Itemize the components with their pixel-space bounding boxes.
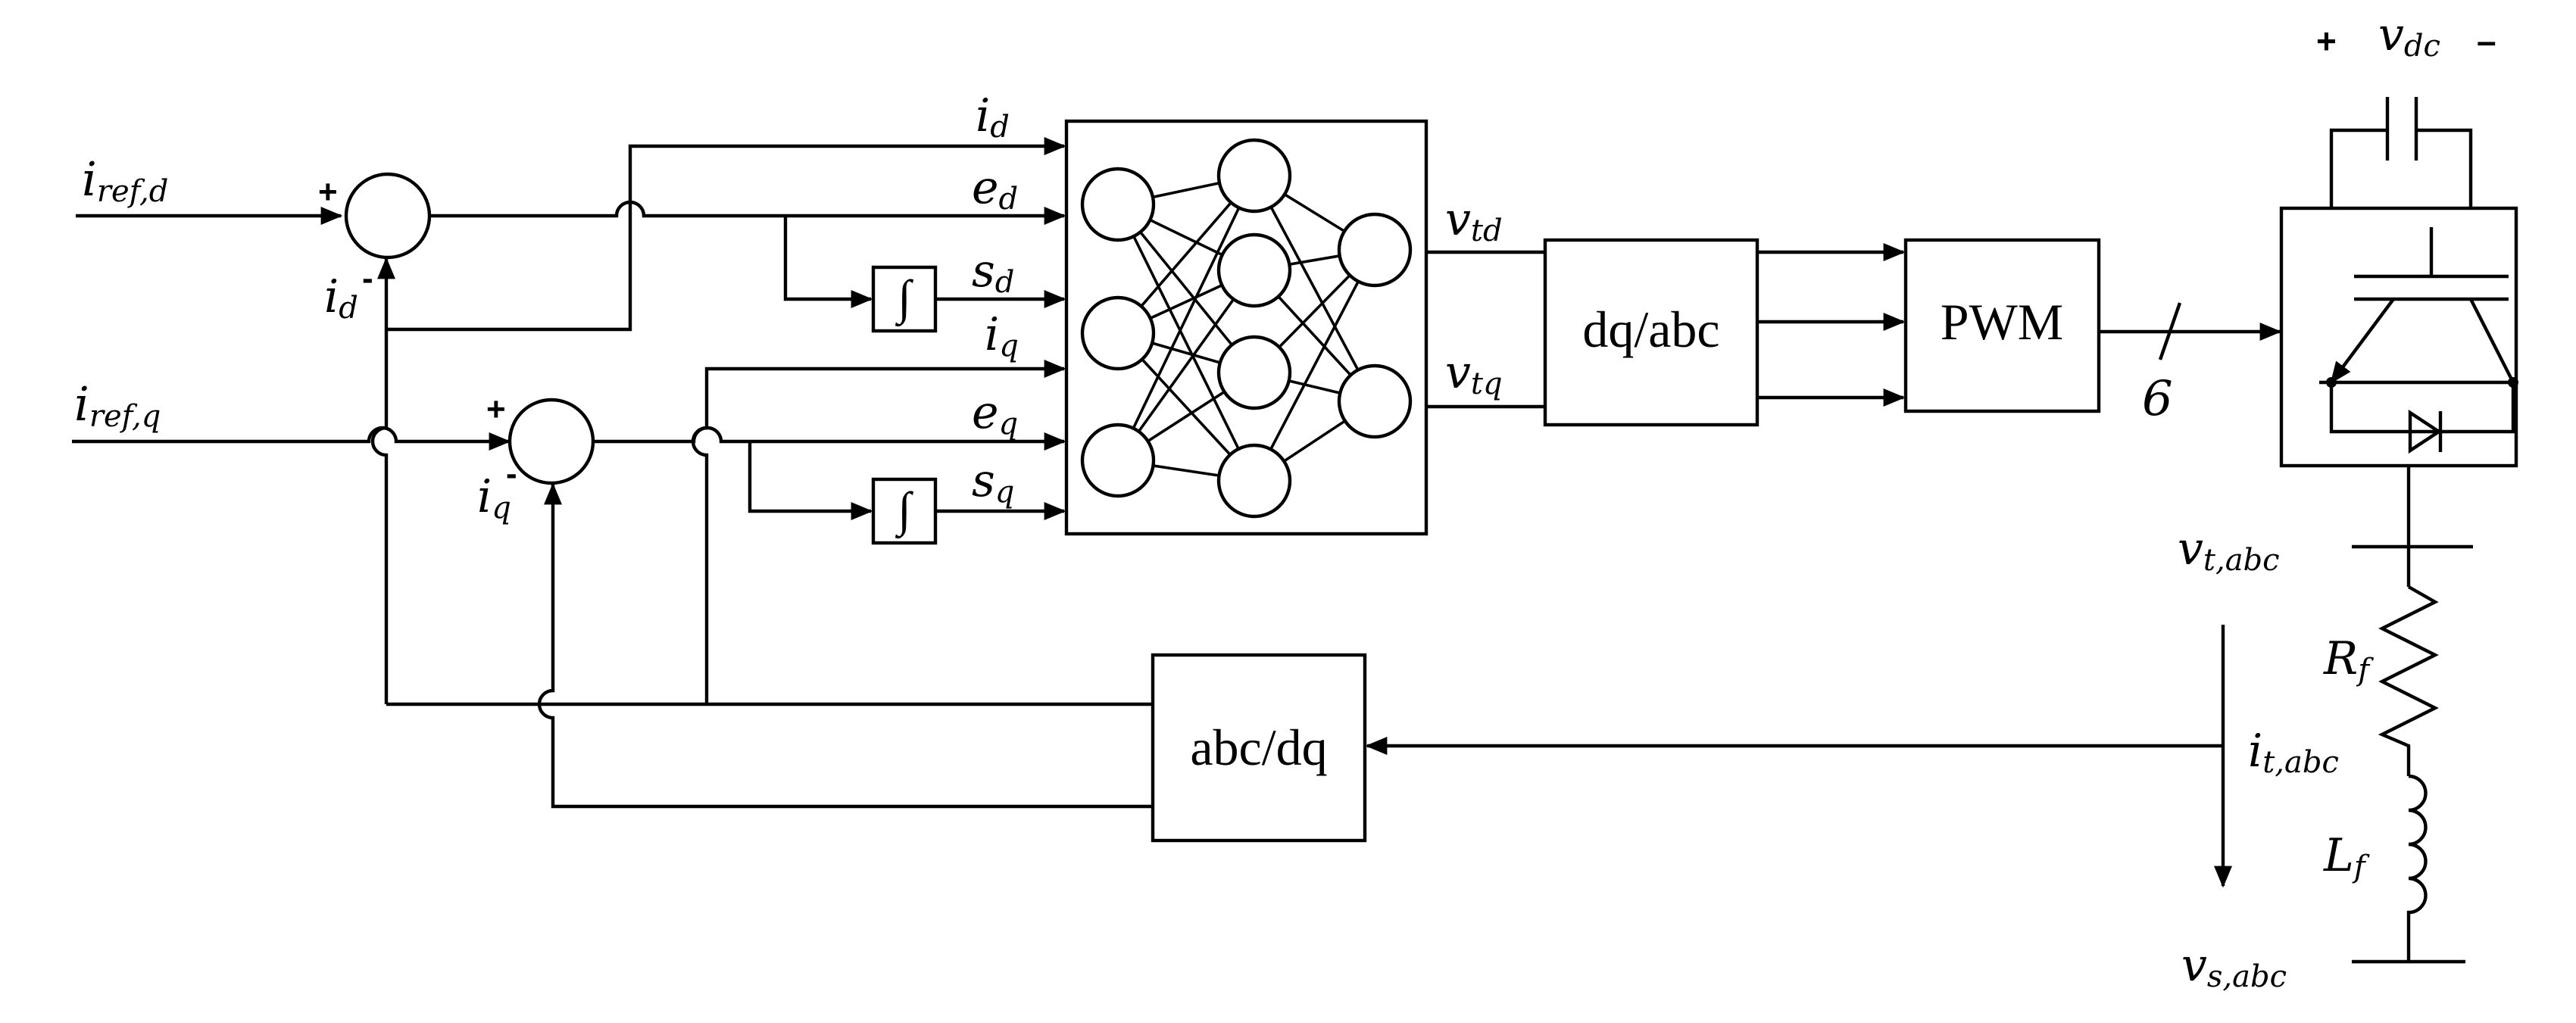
rf-label: Rf <box>2323 632 2374 688</box>
pwm-count-label: 6 <box>2142 371 2173 427</box>
sum-junction-d <box>344 172 432 260</box>
filter-resistor <box>2378 585 2439 776</box>
integrator-d-block <box>871 265 938 333</box>
sum-junction-q <box>507 398 595 485</box>
nn-input-iq-label: iq <box>985 308 1019 363</box>
iref-q-label: iref,q <box>74 376 161 434</box>
fb-id-label: id <box>324 270 358 326</box>
ed-line <box>429 200 1066 225</box>
nn-input-id-label: id <box>976 89 1010 145</box>
inverter-switch-block <box>2279 206 2518 468</box>
dq-abc-block <box>1543 238 1759 427</box>
lf-label: Lf <box>2323 829 2370 884</box>
it-abc-label: it,abc <box>2248 725 2339 780</box>
integrator-d-symbol: ∫ <box>895 270 913 327</box>
vdc-minus-sign: – <box>2477 21 2496 61</box>
nn-input-sq-label: sq <box>972 454 1014 510</box>
nn-input-eq-label: eq <box>972 386 1018 441</box>
sum-q-plus-sign: + <box>486 391 506 428</box>
nn-input-ed-label: ed <box>972 161 1018 217</box>
iref-d-label: iref,d <box>82 151 168 209</box>
dc-link-wire <box>2329 128 2473 208</box>
dq-abc-label: dq/abc <box>1582 301 1719 358</box>
vdc-label: vdc <box>2378 8 2440 64</box>
vs-abc-label: vs,abc <box>2181 939 2287 994</box>
fb-iq-label: iq <box>477 470 511 526</box>
ed-int-branch <box>783 216 873 308</box>
neural-network-nodes <box>1080 138 1413 519</box>
feedback-id-line <box>370 257 395 704</box>
pwm-bus-slash <box>2158 302 2182 360</box>
integrator-q-symbol: ∫ <box>895 482 913 539</box>
pwm-label: PWM <box>1941 293 2063 351</box>
id-branch-line <box>386 137 1066 332</box>
feedback-iq-line <box>537 482 1153 809</box>
integrator-q-block <box>871 477 938 545</box>
sum-d-minus-sign: - <box>362 260 373 297</box>
sum-q-minus-sign: - <box>506 455 517 492</box>
eq-int-branch <box>748 441 873 520</box>
abc-dq-label: abc/dq <box>1190 719 1327 776</box>
pwm-block <box>1903 238 2101 413</box>
filter-inductor <box>2406 774 2428 962</box>
igbt-symbol <box>2319 227 2518 434</box>
eq-line <box>593 426 1066 451</box>
vtd-label: vtd <box>1445 193 1503 248</box>
nn-input-sd-label: sd <box>972 245 1014 300</box>
sum-d-plus-sign: + <box>318 173 338 211</box>
vdc-plus-sign: + <box>2316 21 2337 61</box>
vt-abc-label: vt,abc <box>2178 522 2280 578</box>
diode-symbol <box>2408 409 2443 454</box>
abc-dq-block <box>1151 653 1367 843</box>
vtq-label: vtq <box>1445 346 1503 401</box>
